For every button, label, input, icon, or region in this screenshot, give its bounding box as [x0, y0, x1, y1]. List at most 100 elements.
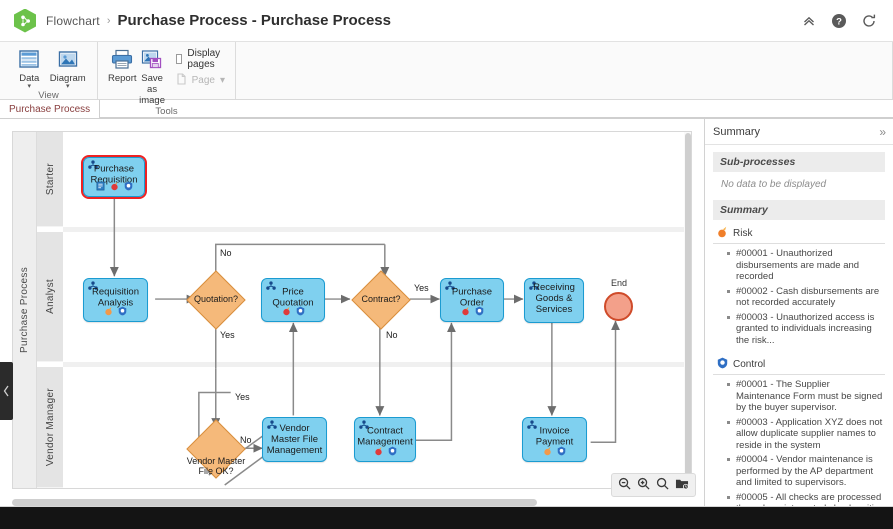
lane-label-analyst: Analyst [44, 279, 56, 314]
summary-section-header: Summary [713, 200, 885, 220]
pool-label: Purchase Process [19, 267, 30, 353]
lane-header-vendor-manager: Vendor Manager [37, 367, 63, 488]
zoom-out-icon[interactable] [618, 477, 631, 493]
zoom-reset-icon[interactable] [656, 477, 669, 493]
list-item[interactable]: #00002 - Cash disbursements are not reco… [727, 286, 885, 309]
end-event-label: End [610, 278, 627, 288]
list-item[interactable]: #00001 - Unauthorized disbursements are … [727, 248, 885, 283]
summary-panel: Summary » Sub-processes No data to be di… [705, 119, 893, 506]
report-button[interactable]: Report [108, 44, 137, 84]
role-icon [266, 281, 276, 294]
control-icon [388, 446, 397, 459]
node-vendor-master-file-management[interactable]: Vendor Master File Management [262, 417, 327, 462]
header-actions: ? [801, 13, 883, 29]
breadcrumb-separator: › [106, 14, 111, 27]
canvas-vertical-scrollbar[interactable] [684, 132, 691, 488]
zoom-in-icon[interactable] [637, 477, 650, 493]
gateway-quotation-label: Quotation? [193, 294, 239, 304]
save-as-image-label: Save as image [139, 73, 165, 106]
application-window: Flowchart › Purchase Process - Purchase … [0, 0, 893, 507]
risk-icon [374, 446, 383, 459]
subprocesses-empty-text: No data to be displayed [721, 179, 827, 190]
collapse-ribbon-icon[interactable] [801, 13, 817, 29]
scrollbar-thumb[interactable] [12, 499, 537, 506]
gateway-vendor-master-label: Vendor Master File OK? [186, 456, 246, 476]
risk-item-list: #00001 - Unauthorized disbursements are … [713, 248, 885, 346]
printer-icon [110, 46, 134, 72]
display-pages-checkbox[interactable]: Display pages [175, 48, 225, 70]
report-label: Report [108, 73, 137, 84]
risk-icon [461, 306, 470, 319]
chevron-down-icon[interactable]: ▾ [65, 83, 70, 90]
expand-panel-icon[interactable]: » [879, 125, 886, 139]
node-receiving-goods-services[interactable]: Receiving Goods & Services [524, 278, 584, 323]
node-purchase-requisition[interactable]: Purchase Requisition [81, 155, 147, 199]
diagram-canvas[interactable]: Purchase Process Starter Analyst Vendor … [12, 131, 692, 489]
lane-label-vendor-manager: Vendor Manager [44, 387, 56, 467]
node-label: Contract Management [357, 425, 413, 448]
pool-header: Purchase Process [13, 132, 37, 488]
role-icon [445, 281, 455, 294]
control-icon [717, 357, 728, 372]
list-item[interactable]: #00004 - Vendor maintenance is performed… [727, 454, 885, 489]
risk-icon [104, 306, 113, 319]
node-invoice-payment[interactable]: Invoice Payment [522, 417, 587, 462]
refresh-icon[interactable] [861, 13, 877, 29]
ribbon-empty-area [236, 42, 893, 99]
list-item[interactable]: #00005 - All checks are processed throug… [727, 492, 885, 506]
data-view-button[interactable]: Data ▾ [10, 44, 49, 90]
group-header-risk: Risk [713, 225, 885, 244]
end-event[interactable] [604, 292, 633, 321]
node-label: Invoice Payment [535, 425, 574, 448]
canvas-horizontal-scrollbar[interactable] [12, 497, 692, 506]
summary-panel-body: Sub-processes No data to be displayed Su… [705, 145, 893, 506]
node-requisition-analysis[interactable]: Requisition Analysis [83, 278, 148, 322]
node-price-quotation[interactable]: Price Quotation [261, 278, 325, 322]
lane-header-analyst: Analyst [37, 232, 63, 362]
tab-purchase-process[interactable]: Purchase Process [0, 100, 101, 118]
group-header-control: Control [713, 356, 885, 375]
collapse-left-panel-handle[interactable] [0, 362, 13, 420]
control-icon [118, 306, 127, 319]
flowchart-logo-icon [14, 8, 36, 33]
edge-label-quotation-no: No [220, 248, 232, 258]
node-label: Vendor Master File Management [266, 422, 323, 456]
ribbon-group-view: Data ▾ Diagram ▾ View [0, 42, 98, 101]
ribbon-toolbar: Data ▾ Diagram ▾ View [0, 42, 893, 117]
ribbon-group-view-label: View [38, 90, 59, 101]
risk-icon [110, 181, 119, 194]
risk-icon [717, 226, 728, 241]
chevron-down-icon[interactable]: ▾ [27, 83, 31, 90]
control-icon [124, 181, 133, 194]
node-badges [262, 306, 324, 319]
control-item-list: #00001 - The Supplier Maintenance Form m… [713, 379, 885, 506]
node-badges [441, 306, 503, 319]
app-header: Flowchart › Purchase Process - Purchase … [0, 0, 893, 42]
tools-options-column: Display pages Page ▾ [168, 44, 225, 88]
list-item[interactable]: #00001 - The Supplier Maintenance Form m… [727, 379, 885, 414]
help-icon[interactable]: ? [831, 13, 847, 29]
edge-label-contract-yes: Yes [414, 283, 429, 293]
node-contract-management[interactable]: Contract Management [354, 417, 416, 462]
node-purchase-order[interactable]: Purchase Order [440, 278, 504, 322]
role-icon [88, 281, 98, 294]
breadcrumb-root[interactable]: Flowchart [46, 13, 100, 28]
list-item[interactable]: #00003 - Unauthorized access is granted … [727, 312, 885, 347]
save-as-image-button[interactable]: Save as image [137, 44, 168, 106]
node-label: Price Quotation [272, 286, 314, 309]
tab-strip-filler [100, 100, 893, 118]
ribbon-group-tools-label: Tools [155, 106, 178, 117]
node-badges [355, 446, 415, 459]
role-icon [359, 420, 369, 433]
list-item[interactable]: #00003 - Application XYZ does not allow … [727, 417, 885, 452]
page-button: Page ▾ [176, 73, 225, 88]
scrollbar-thumb[interactable] [685, 133, 691, 478]
lane-divider-2 [63, 362, 691, 367]
main-body: Purchase Process Starter Analyst Vendor … [0, 119, 893, 506]
display-pages-label: Display pages [187, 48, 221, 70]
lane-divider-1 [63, 227, 691, 232]
diagram-view-button[interactable]: Diagram ▾ [49, 44, 88, 90]
page-title: Purchase Process - Purchase Process [117, 12, 392, 29]
fit-page-icon[interactable] [675, 477, 689, 493]
diagram-canvas-area[interactable]: Purchase Process Starter Analyst Vendor … [0, 119, 705, 506]
